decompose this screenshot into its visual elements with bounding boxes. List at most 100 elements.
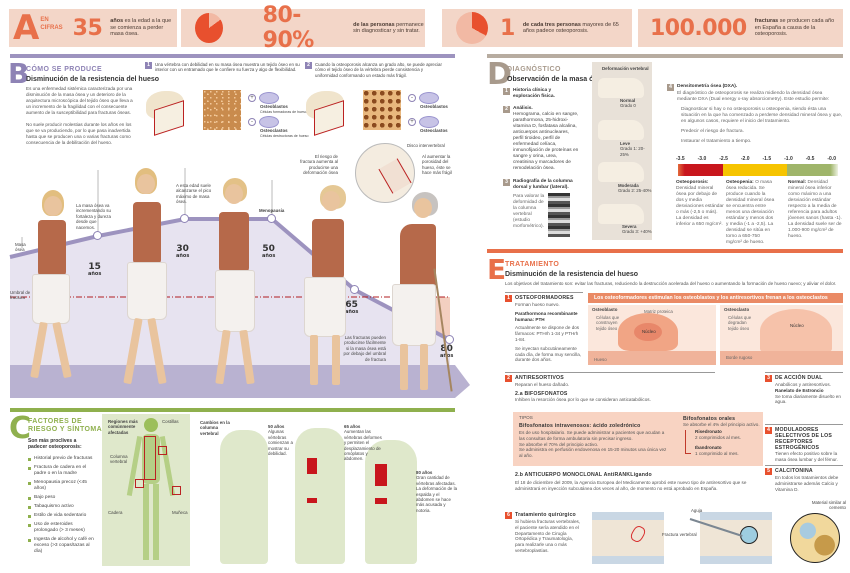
woman-figure-young [20,190,80,390]
cell-icon [419,116,439,128]
osteoclast-cell-1: - [248,116,279,128]
highlight-ribs [158,446,167,455]
stat-value: 1 [500,15,515,41]
section-c-rule [10,408,455,412]
minus-icon: - [248,118,256,126]
spine-figure-80 [365,440,417,564]
label-masa-osea: Masa ósea [15,242,26,253]
pie-80-90-icon [195,13,223,43]
dxa-bullet: Instaurar el tratamiento a tiempo. [681,139,752,144]
risk-factor: Menopausia precoz (<45 años) [28,480,96,492]
step-text: Cuando la osteoporosis alcanza un grado … [315,62,442,78]
risk-factor: Ingesta de alcohol y café en exceso (>3 … [28,537,96,555]
section-a-title: EN CIFRAS [40,17,63,31]
label-muneca: Muñeca [172,510,188,515]
treatment-intro: Los objetivos del tratamiento son: evita… [505,281,837,286]
section-a-letter: A [13,8,40,48]
vertebroplasty-illustration [689,512,772,564]
timeline-node-30 [180,214,189,223]
stat-box-age: A EN CIFRAS 35 años es la edad a la que … [9,9,177,47]
stat-value: 80-90% [262,3,315,53]
bone-texture-healthy [203,90,241,130]
stat-text: de las personas permanece sin diagnostic… [353,21,424,35]
tscore-scale-bar [678,164,838,176]
timeline-node-50 [267,214,276,223]
risk-factor: Bajo peso [28,495,96,501]
section-b-paragraph-2: No suele producir molestias durante los … [26,122,132,145]
section-e-title: TRATAMIENTO [505,261,560,268]
category-normal: Normal: Densidad mineral ósea inferior c… [788,180,842,239]
risk-intro: Son más proclives a padecer osteoporosis… [28,438,82,450]
highlight-wrist [172,486,181,495]
label-menopausia: Menopausia [259,208,285,213]
regions-title: Regiones más comúnmente afectadas [108,419,138,435]
stat-box-fractures: 100.000 fracturas se producen cada año e… [638,9,843,47]
xray-image [548,193,570,237]
scale-osteoporosis [678,164,723,176]
scale-normal [787,164,838,176]
section-e-letter: E [487,253,507,286]
xray-caption: Para valorar la deformidad de la columna… [513,194,545,229]
risk-factor: Historial previo de fracturas [28,456,96,462]
spine-figure-65 [295,428,345,564]
woman-figure-50 [195,178,255,393]
osteoblast-cell-1: + [248,92,279,104]
plus-icon: + [408,118,416,126]
tscore-ticks: -3.5-3.0-2.5-2.0-1.5-1.0-0.5-0.0 [676,156,836,162]
step-text: Una vértebra con debilidad en su masa ós… [155,62,300,73]
osteoclast-diagram: Osteoclasto Células que degradan tejido … [720,305,843,365]
risk-factor: Estilo de vida sedentario [28,513,96,519]
cell-icon [259,92,279,104]
vertebra-grade-0 [598,78,644,98]
bone-texture-osteoporotic [363,90,401,130]
step-badge: 2 [305,62,312,69]
vertebral-fracture-illustration [592,512,664,564]
pie-one-third-icon [456,12,488,44]
cell-banner: Los osteoformadores estimulan los osteob… [588,293,843,303]
step-badge: 1 [145,62,152,69]
vertebra-grade-2 [598,162,644,182]
highlight-hip [135,479,144,488]
stat-text: años es la edad a la que se comienza a p… [110,18,172,38]
risk-factor: Uso de esteroides prolongado (> 3 meses) [28,522,96,534]
label-aguja: Aguja [691,508,703,513]
section-e-rule [487,249,843,253]
osteoblast-diagram: Osteoblasto Células que construyen tejid… [588,305,716,365]
woman-figure-65 [292,185,352,395]
scale-osteopenia [723,164,787,176]
label-disco-intervertebral: Disco intervertebral [407,143,445,148]
woman-figure-30 [105,168,167,393]
section-e-subtitle: Disminución de la resistencia del hueso [505,271,639,278]
dxa-intro: El diagnóstico de osteoporosis se realiz… [677,91,830,102]
section-d-rule [487,54,843,58]
vertebra-grade-3 [598,204,644,224]
step-2: 2 Cuando la osteoporosis alcanza un grad… [305,62,445,78]
label-costillas: Costillas [162,419,179,424]
spine-figure-50 [220,430,268,564]
note-age-30: A esta edad suele alcanzarse el pico máx… [176,183,212,205]
osteoblast-label-2: Osteoblastos [420,104,448,109]
dxa-bullet: Predecir el riesgo de fractura. [681,129,744,134]
note-age-15: La masa ósea va incrementando su fortale… [76,203,111,230]
vertebra-grade-1 [598,120,644,140]
stat-value: 35 [72,15,103,41]
label-columna: Columna vertebral [110,454,128,465]
woman-figure-80 [380,192,453,397]
section-b-paragraph-1: Es una enfermedad sistémica caracterizad… [26,86,133,115]
cement-magnifier [790,513,840,563]
section-d-title: DIAGNÓSTICO [507,66,561,73]
vertebra-osteoporotic-illustration [300,85,355,136]
